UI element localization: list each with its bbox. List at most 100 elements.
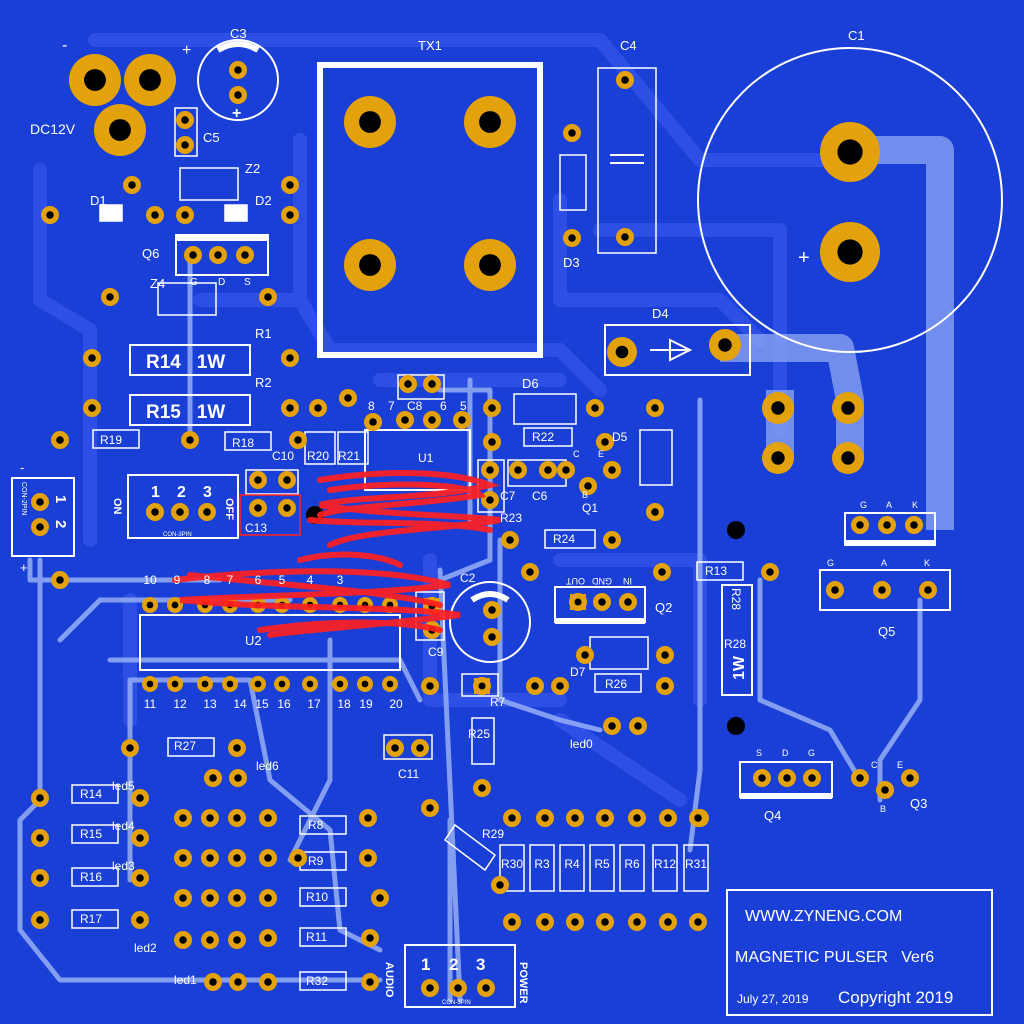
c4-outline [597,67,657,254]
u2-top-pin-number: 4 [307,573,314,587]
q6-tab [176,235,268,241]
u1-label: U1 [418,451,434,465]
drill-hole [214,251,222,259]
r20-label: R20 [307,449,329,463]
led4-label: led4 [112,819,135,833]
d4-body [604,324,751,376]
c5-label: C5 [203,130,220,145]
drill-hole [294,436,302,444]
r14-1w-label: R14 1W [146,352,225,373]
r22-label: R22 [532,430,554,444]
drill-hole [601,814,609,822]
q1-pin-b: B [582,490,588,500]
drill-hole [661,651,669,659]
tx1-label: TX1 [418,38,442,53]
u2-bottom-pin-number: 11 [144,697,157,711]
power-pin2-label: 2 [449,955,458,974]
drill-hole [758,774,766,782]
drill-hole [361,680,369,688]
r23-label: R23 [500,511,522,525]
drill-hole [633,814,641,822]
drill-hole [209,978,217,986]
z2-label: Z2 [245,161,260,176]
drill-hole [526,568,534,576]
q2-pin-in: IN [623,576,632,586]
silkscreen-text: - + DC12V C3 + C5 TX1 C4 C1 + Z2 D1 D2 D… [20,26,953,1007]
drill-hole [359,254,381,276]
small-component-outlines [71,107,744,991]
r2-label: R2 [255,375,272,390]
q5-tab [845,540,935,546]
drill-hole [841,451,855,465]
bottom-resistor-label: R12 [654,857,676,871]
drill-hole [376,894,384,902]
bottom-resistor-label: R31 [685,857,707,871]
q3-pin-e: E [897,760,903,770]
drill-hole [283,476,291,484]
drill-hole [651,404,659,412]
drill-hole [364,854,372,862]
bottom-resistor-label: R5 [594,857,610,871]
drill-hole [139,69,161,91]
drill-hole [783,774,791,782]
drill-hole [541,814,549,822]
r9-label: R9 [308,854,324,868]
drill-hole [234,91,242,99]
drill-hole [366,934,374,942]
r28-body-label: R28 [724,637,746,651]
q6-label: Q6 [142,246,159,261]
drill-hole [454,984,462,992]
drill-hole [171,680,179,688]
drill-hole [428,380,436,388]
c3-label: C3 [230,26,247,41]
d6-label: D6 [522,376,539,391]
dc-plus-label: + [182,42,191,59]
con-minus-label: - [20,460,24,475]
drill-hole [568,129,576,137]
q2-tab [555,618,645,624]
q2-label: Q2 [655,600,672,615]
c6-label: C6 [532,489,548,503]
drill-hole [88,404,96,412]
drill-hole [482,984,490,992]
u2-top-pin-number: 6 [255,573,262,587]
c7-label: C7 [500,489,516,503]
drill-hole [36,874,44,882]
drill-hole [591,404,599,412]
drill-hole [621,233,629,241]
q5-pin-g2: G [827,558,834,568]
u1-pin7: 7 [388,399,395,413]
c1-plus-label: + [798,247,810,269]
drill-hole [286,181,294,189]
drill-hole [910,521,918,529]
drill-hole [771,451,785,465]
drill-hole [624,598,632,606]
drill-hole [404,380,412,388]
drill-hole [186,436,194,444]
q5-pin-k2: K [924,558,930,568]
drill-hole [209,774,217,782]
drill-hole [181,116,189,124]
q6-pin-d: D [218,277,225,288]
drill-hole [841,401,855,415]
drill-hole [541,918,549,926]
con2pin-label: CON-2PIN [20,482,27,515]
q1-pin-e: E [598,449,604,459]
drill-hole [386,680,394,688]
switch-pin2-label: 2 [177,484,186,501]
drill-hole [264,978,272,986]
drill-hole [36,523,44,531]
r18-label: R18 [232,436,254,450]
u1-pin6: 6 [440,399,447,413]
drill-hole [906,774,914,782]
drill-hole [36,916,44,924]
drill-hole [264,934,272,942]
drill-hole [608,466,616,474]
drill-hole [633,918,641,926]
bottom-resistor-label: R6 [624,857,640,871]
c3-band [216,41,260,53]
c2-label: C2 [460,571,476,585]
d4-label: D4 [652,306,669,321]
switch-on-label: ON [111,498,123,515]
